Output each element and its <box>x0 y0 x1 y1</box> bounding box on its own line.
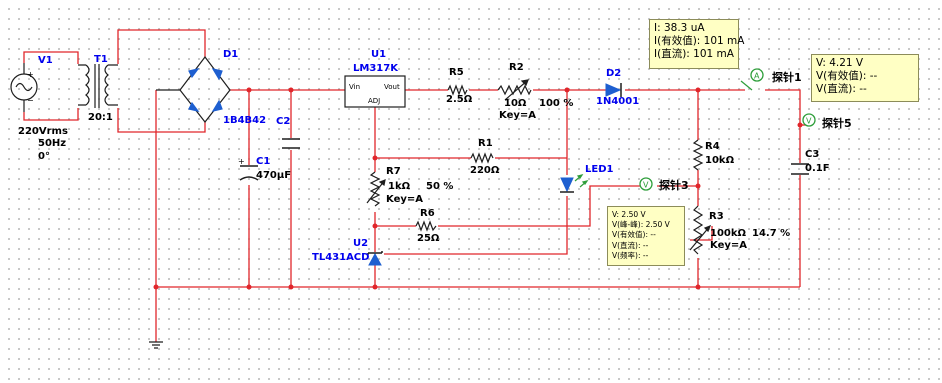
r4-value: 10kΩ <box>705 155 735 166</box>
u2-part: TL431ACD <box>312 252 369 263</box>
d2-part: 1N4001 <box>596 96 639 107</box>
c2-capacitor-symbol[interactable] <box>282 138 300 149</box>
r3-key: Key=A <box>710 240 747 251</box>
r2-key: Key=A <box>499 110 536 121</box>
probe3-icon[interactable]: V <box>639 177 653 191</box>
probe3-line: V(有效值): -- <box>612 230 656 240</box>
v1-voltage: 220Vrms <box>18 126 68 137</box>
r2-percent: 100 % <box>539 98 573 109</box>
r2-value: 10Ω <box>504 98 527 109</box>
r5-value: 2.5Ω <box>446 94 473 105</box>
probe5-readout[interactable]: V: 4.21 V V(有效值): -- V(直流): -- <box>811 54 919 102</box>
r4-ref: R4 <box>705 141 720 152</box>
v1-phase: 0° <box>38 151 50 162</box>
probe5-icon[interactable]: V <box>802 113 816 127</box>
probe5-line: V(直流): -- <box>816 83 867 95</box>
probe5-line: V: 4.21 V <box>816 57 864 69</box>
wires <box>23 29 806 342</box>
c2-ref: C2 <box>276 116 290 127</box>
v1-frequency: 50Hz <box>38 138 66 149</box>
svg-text:V: V <box>643 181 649 190</box>
r7-value: 1kΩ <box>388 181 411 192</box>
r2-potentiometer-symbol[interactable] <box>497 79 532 101</box>
r6-ref: R6 <box>420 208 435 219</box>
led1-ref: LED1 <box>585 164 614 175</box>
probe3-line: V(峰-峰): 2.50 V <box>612 220 670 230</box>
led1-symbol[interactable] <box>560 174 589 193</box>
probe5-line: V(有效值): -- <box>816 70 878 82</box>
c3-value: 0.1F <box>805 163 830 174</box>
u2-ref: U2 <box>353 238 368 249</box>
probe5-name: 探针5 <box>822 116 852 130</box>
u1-regulator-symbol[interactable] <box>344 75 406 108</box>
u2-shunt-regulator-symbol[interactable] <box>367 251 383 266</box>
svg-text:V: V <box>806 117 812 126</box>
svg-text:+: + <box>238 157 245 166</box>
probe3-line: V(直流): -- <box>612 240 649 250</box>
probe3-readout[interactable]: V: 2.50 V V(峰-峰): 2.50 V V(有效值): -- V(直流… <box>607 206 685 266</box>
svg-text:+: + <box>27 70 34 79</box>
t1-transformer-symbol[interactable] <box>78 64 118 108</box>
svg-text:A: A <box>754 72 760 81</box>
d1-bridge-rectifier-symbol[interactable] <box>156 56 231 123</box>
r7-potentiometer-symbol[interactable] <box>366 171 386 207</box>
r6-value: 25Ω <box>417 233 440 244</box>
t1-ref: T1 <box>94 54 108 65</box>
u1-part: LM317K <box>353 63 399 74</box>
probe3-name: 探针3 <box>659 178 689 192</box>
c3-capacitor-symbol[interactable] <box>791 163 809 175</box>
u1-pin-adj: ADJ <box>368 97 380 105</box>
r3-percent: 14.7 % <box>752 228 790 239</box>
r3-value: 100kΩ <box>710 228 747 239</box>
r2-ref: R2 <box>509 62 524 73</box>
ground-symbol <box>149 341 163 349</box>
c3-ref: C3 <box>805 149 819 160</box>
v1-source-symbol[interactable]: + − <box>10 63 38 112</box>
d2-diode-symbol[interactable] <box>605 83 622 97</box>
r6-resistor-symbol[interactable] <box>415 220 437 232</box>
probe1-readout[interactable]: I: 38.3 uA I(有效值): 101 mA I(直流): 101 mA <box>649 19 745 69</box>
r3-potentiometer-symbol[interactable] <box>689 205 712 255</box>
r7-ref: R7 <box>386 166 401 177</box>
probe1-name: 探针1 <box>772 70 802 84</box>
c1-ref: C1 <box>256 156 270 167</box>
r1-resistor-symbol[interactable] <box>470 152 494 164</box>
u1-pin-vin: Vin <box>349 83 360 91</box>
svg-text:−: − <box>27 96 34 105</box>
probe1-line: I(直流): 101 mA <box>654 48 734 60</box>
t1-ratio: 20:1 <box>88 112 113 123</box>
v1-ref: V1 <box>38 55 53 66</box>
d1-part: 1B4B42 <box>223 115 266 126</box>
r7-percent: 50 % <box>426 181 453 192</box>
r4-resistor-symbol[interactable] <box>692 139 704 171</box>
r7-key: Key=A <box>386 194 423 205</box>
probe3-line: V(频率): -- <box>612 250 649 260</box>
c1-capacitor-symbol[interactable]: + <box>238 157 259 181</box>
r1-ref: R1 <box>478 138 493 149</box>
r5-ref: R5 <box>449 67 464 78</box>
probe3-line: V: 2.50 V <box>612 210 646 219</box>
d2-ref: D2 <box>606 68 621 79</box>
r5-resistor-symbol[interactable] <box>447 84 468 96</box>
probe1-line: I: 38.3 uA <box>654 22 705 34</box>
c1-value: 470µF <box>256 170 291 181</box>
junctions <box>153 87 803 290</box>
d1-ref: D1 <box>223 49 238 60</box>
u1-pin-vout: Vout <box>384 83 400 91</box>
probe1-icon[interactable]: A <box>740 68 764 91</box>
u1-ref: U1 <box>371 49 386 60</box>
probe1-line: I(有效值): 101 mA <box>654 35 745 47</box>
r1-value: 220Ω <box>470 165 500 176</box>
r3-ref: R3 <box>709 211 724 222</box>
